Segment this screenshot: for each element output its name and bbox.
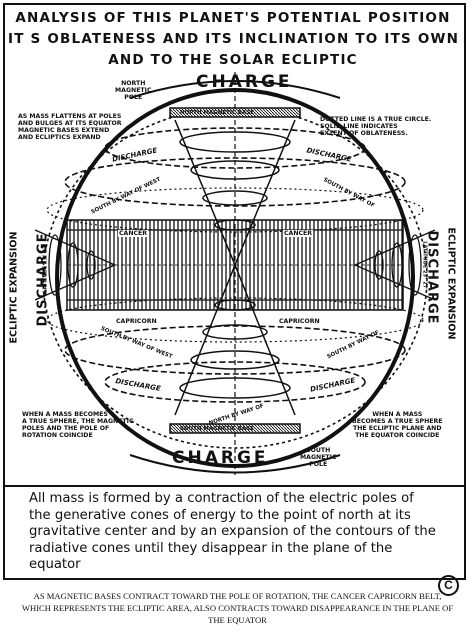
north-base-label: NORTH MAGNETIC BASE — [180, 110, 255, 116]
title-line-1: ANALYSIS OF THIS PLANET'S POTENTIAL POSI… — [15, 10, 451, 26]
planet-diagram — [34, 72, 436, 475]
ecliptic-expansion-right: ECLIPTIC EXPANSION — [445, 227, 457, 340]
title-line-2: IT S OBLATENESS AND ITS INCLINATION TO I… — [8, 31, 460, 47]
caption-text: All mass is formed by a contraction of t… — [29, 491, 436, 572]
note-left-bottom: WHEN A MASS BECOMES A TRUE SPHERE, THE M… — [22, 411, 134, 439]
south-base-label: SOUTH MAGNETIC BASE — [180, 426, 254, 432]
diagram-title: ANALYSIS OF THIS PLANET'S POTENTIAL POSI… — [8, 8, 458, 72]
latitude-right-label: LATITUDE 23° 27' — [421, 241, 428, 290]
charge-top-label: CHARGE — [196, 72, 293, 92]
latitude-left-label: LATITUDE 23° 27' — [42, 244, 49, 293]
ecliptic-expansion-left: ECLIPTIC EXPANSION — [8, 231, 20, 344]
south-pole-label: SOUTH MAGNETIC POLE — [300, 447, 337, 468]
note-right-top: DOTTED LINE IS A TRUE CIRCLE. SOLID LINE… — [320, 116, 432, 137]
cancer-right: CANCER — [283, 230, 314, 237]
south-magnetic-base — [169, 423, 301, 434]
capricorn-left: CAPRICORN — [115, 318, 158, 325]
caption-box: All mass is formed by a contraction of t… — [5, 485, 464, 580]
diagram-frame — [3, 3, 466, 580]
charge-bottom-label: CHARGE — [172, 448, 269, 468]
north-pole-label: NORTH MAGNETIC POLE — [115, 80, 152, 101]
capricorn-right: CAPRICORN — [278, 318, 321, 325]
note-left-top: AS MASS FLATTENS AT POLES AND BULGES AT … — [18, 113, 122, 141]
note-right-bottom: WHEN A MASS BECOMES A TRUE SPHERE THE EC… — [352, 411, 443, 439]
cancer-left: CANCER — [118, 230, 149, 237]
north-magnetic-base — [169, 107, 301, 118]
footer-text: AS MAGNETIC BASES CONTRACT TOWARD THE PO… — [21, 591, 454, 625]
title-line-3: AND TO THE SOLAR ECLIPTIC — [108, 52, 358, 68]
copyright-icon: C — [438, 575, 459, 596]
